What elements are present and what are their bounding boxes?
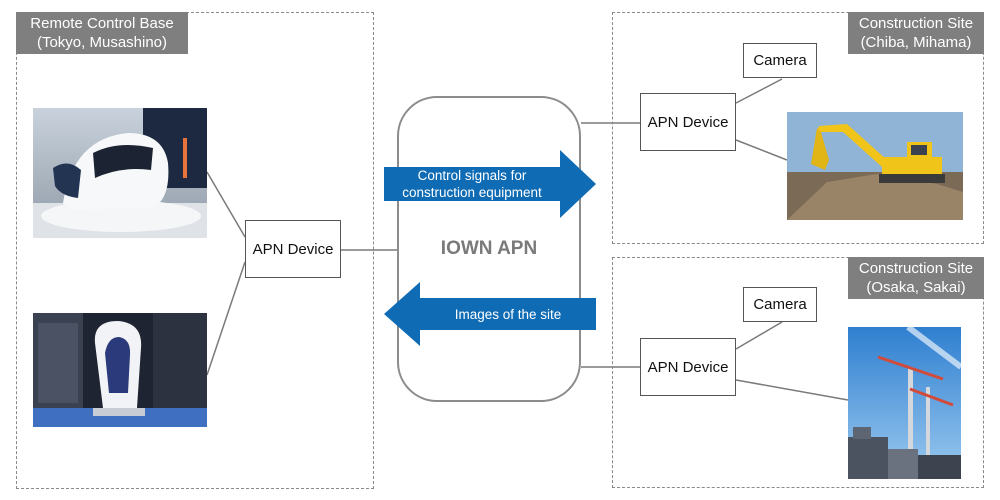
osaka-site-region <box>612 257 984 488</box>
crane-photo <box>848 327 961 479</box>
chiba-site-label: Construction Site (Chiba, Mihama) <box>848 12 984 54</box>
remote-apn-device-label: APN Device <box>252 240 334 258</box>
chiba-camera: Camera <box>743 43 817 78</box>
control-signal-label: Control signals for construction equipme… <box>384 167 560 201</box>
site-images-text: Images of the site <box>454 306 562 322</box>
control-signal-arrow <box>384 150 596 218</box>
osaka-label-line2: (Osaka, Sakai) <box>866 279 966 296</box>
site-images-label: Images of the site <box>420 298 596 330</box>
chiba-apn-device-label: APN Device <box>647 113 729 131</box>
connector-chiba-device-to-excavator <box>735 139 788 161</box>
connector-osaka-device-to-camera <box>735 321 783 350</box>
chiba-camera-label: Camera <box>753 52 807 69</box>
connector-chair-to-device <box>206 261 246 376</box>
remote-control-base-region <box>16 12 374 489</box>
connector-chiba-device-to-camera <box>735 78 783 104</box>
osaka-label-line1: Construction Site <box>858 260 974 277</box>
iown-apn-label: IOWN APN <box>397 238 581 260</box>
remote-base-label-line2: (Tokyo, Musashino) <box>36 34 168 51</box>
cockpit-simulator-photo <box>33 108 207 238</box>
excavator-photo <box>787 112 963 220</box>
connector-cockpit-to-device <box>206 171 246 238</box>
control-signal-line2: construction equipment <box>402 185 542 200</box>
control-signal-line1: Control signals for <box>417 168 527 183</box>
remote-base-label-line1: Remote Control Base <box>30 15 174 32</box>
remote-apn-device: APN Device <box>245 220 341 278</box>
osaka-camera: Camera <box>743 287 817 322</box>
connector-osaka-device-to-crane <box>735 379 849 401</box>
remote-control-base-label: Remote Control Base (Tokyo, Musashino) <box>16 12 188 54</box>
vr-chair-photo <box>33 313 207 427</box>
iown-apn-network <box>397 96 581 402</box>
osaka-apn-device: APN Device <box>640 338 736 396</box>
site-images-arrow <box>384 282 596 346</box>
iown-apn-name: IOWN APN <box>440 238 538 259</box>
osaka-apn-device-label: APN Device <box>647 358 729 376</box>
chiba-apn-device: APN Device <box>640 93 736 151</box>
chiba-label-line1: Construction Site <box>858 15 974 32</box>
chiba-site-region <box>612 12 984 244</box>
osaka-camera-label: Camera <box>753 296 807 313</box>
osaka-site-label: Construction Site (Osaka, Sakai) <box>848 257 984 299</box>
chiba-label-line2: (Chiba, Mihama) <box>860 34 972 51</box>
